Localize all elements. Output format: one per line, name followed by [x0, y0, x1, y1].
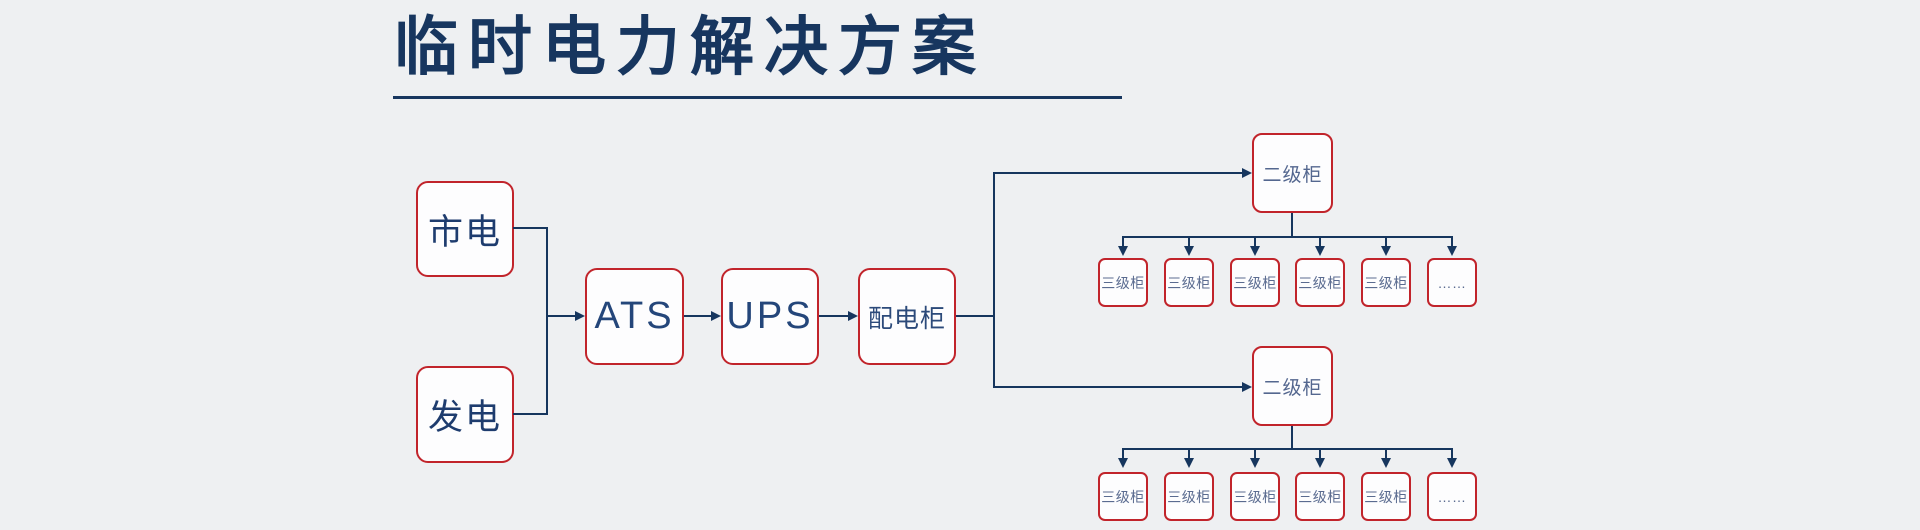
- node-tertiary-cabinet: 三级柜: [1361, 258, 1411, 307]
- connector-branch-vertical: [993, 172, 995, 388]
- arrowhead-down-icon: [1447, 246, 1457, 256]
- node-mains-power: 市电: [416, 181, 514, 277]
- arrowhead-down-icon: [1381, 246, 1391, 256]
- connector-top-drop: [1188, 236, 1190, 247]
- connector-ats-ups: [684, 315, 712, 317]
- arrowhead-down-icon: [1184, 458, 1194, 468]
- node-secondary-cabinet-top: 二级柜: [1252, 133, 1333, 213]
- node-tertiary-cabinet: 三级柜: [1230, 258, 1280, 307]
- connector-top-drop: [1451, 236, 1453, 247]
- connector-secondary-bottom-stub: [1291, 426, 1293, 450]
- connector-left-junction: [546, 227, 548, 415]
- arrowhead-down-icon: [1315, 458, 1325, 468]
- connector-bottom-drop: [1319, 448, 1321, 459]
- title-underline: [393, 96, 1122, 99]
- node-ups: UPS: [721, 268, 819, 365]
- connector-bottom-drop: [1451, 448, 1453, 459]
- arrowhead-down-icon: [1250, 458, 1260, 468]
- arrowhead-into-secondary-bottom-icon: [1242, 382, 1252, 392]
- node-secondary-cabinet-bottom: 二级柜: [1252, 346, 1333, 426]
- connector-bottom-drop: [1385, 448, 1387, 459]
- connector-generator-out: [513, 413, 548, 415]
- connector-bottom-bus: [1122, 448, 1453, 450]
- connector-mains-out: [513, 227, 548, 229]
- connector-top-drop: [1122, 236, 1124, 247]
- node-ats: ATS: [585, 268, 684, 365]
- arrowhead-into-ats-icon: [575, 311, 585, 321]
- arrowhead-down-icon: [1118, 458, 1128, 468]
- connector-top-drop: [1319, 236, 1321, 247]
- connector-into-ats: [546, 315, 575, 317]
- node-tertiary-cabinet: 三级柜: [1295, 258, 1345, 307]
- arrowhead-down-icon: [1250, 246, 1260, 256]
- connector-top-bus: [1122, 236, 1453, 238]
- node-tertiary-cabinet: 三级柜: [1164, 258, 1214, 307]
- node-tertiary-cabinet: 三级柜: [1230, 472, 1280, 521]
- arrowhead-into-secondary-top-icon: [1242, 168, 1252, 178]
- arrowhead-down-icon: [1315, 246, 1325, 256]
- node-tertiary-cabinet: 三级柜: [1164, 472, 1214, 521]
- connector-top-drop: [1385, 236, 1387, 247]
- node-distribution-cabinet: 配电柜: [858, 268, 956, 365]
- arrowhead-down-icon: [1447, 458, 1457, 468]
- page-title: 临时电力解决方案: [394, 11, 986, 83]
- arrowhead-into-ups-icon: [711, 311, 721, 321]
- node-tertiary-ellipsis: ……: [1427, 472, 1477, 521]
- arrowhead-down-icon: [1118, 246, 1128, 256]
- connector-top-drop: [1254, 236, 1256, 247]
- node-tertiary-cabinet: 三级柜: [1098, 258, 1148, 307]
- connector-branch-bottom: [993, 386, 1242, 388]
- connector-branch-top: [993, 172, 1242, 174]
- node-tertiary-ellipsis: ……: [1427, 258, 1477, 307]
- arrowhead-into-cabinet-icon: [848, 311, 858, 321]
- node-generator: 发电: [416, 366, 514, 463]
- arrowhead-down-icon: [1381, 458, 1391, 468]
- connector-bottom-drop: [1122, 448, 1124, 459]
- connector-ups-cabinet: [819, 315, 848, 317]
- connector-cabinet-out: [956, 315, 995, 317]
- node-tertiary-cabinet: 三级柜: [1361, 472, 1411, 521]
- node-tertiary-cabinet: 三级柜: [1098, 472, 1148, 521]
- node-tertiary-cabinet: 三级柜: [1295, 472, 1345, 521]
- arrowhead-down-icon: [1184, 246, 1194, 256]
- connector-bottom-drop: [1188, 448, 1190, 459]
- connector-secondary-top-stub: [1291, 213, 1293, 238]
- connector-bottom-drop: [1254, 448, 1256, 459]
